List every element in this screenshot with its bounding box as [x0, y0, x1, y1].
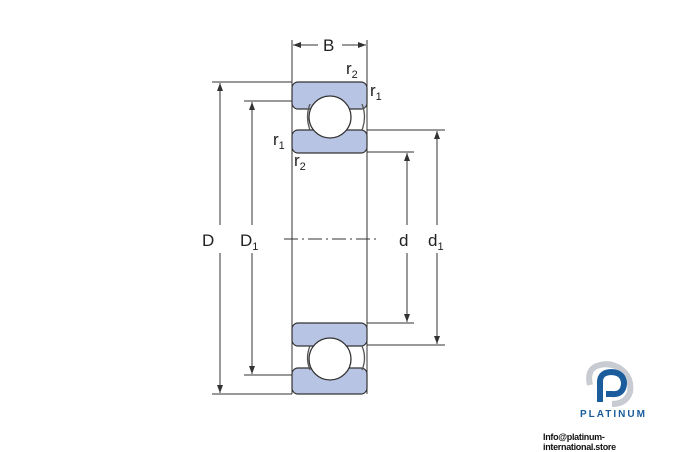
label-r1-top: r1 [370, 81, 382, 103]
platinum-logo-icon [586, 361, 634, 407]
top-section [291, 81, 368, 154]
logo-brand-name: PLATINUM [580, 409, 647, 420]
cage-top [306, 103, 366, 131]
cage-bottom [306, 345, 366, 371]
ball-bottom [308, 337, 352, 381]
label-r2-top: r2 [346, 59, 358, 81]
label-D1: D1 [240, 231, 258, 253]
label-r2-inner: r2 [294, 151, 306, 173]
bottom-section [291, 322, 368, 395]
label-d: d [399, 231, 408, 250]
label-r1-inner: r1 [273, 130, 285, 152]
label-D: D [202, 231, 214, 250]
logo-email: Info@platinum-international.store [543, 432, 616, 452]
extension-lines [212, 81, 445, 395]
label-d1: d1 [428, 231, 444, 253]
label-B: B [323, 36, 334, 55]
ball-top [308, 95, 352, 139]
